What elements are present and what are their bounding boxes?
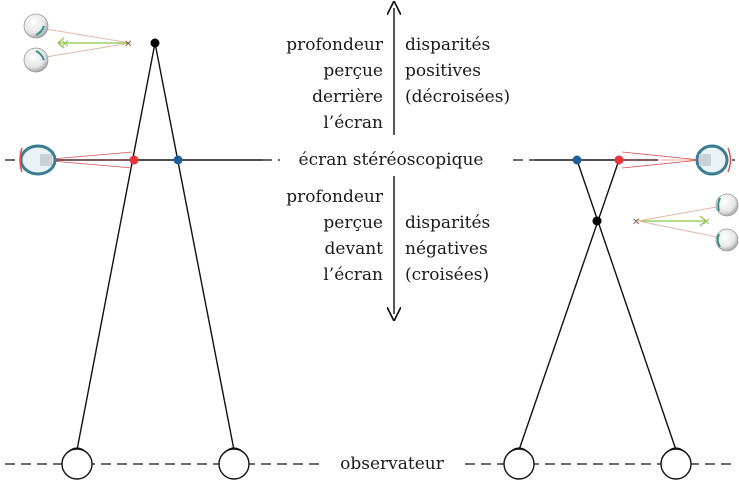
- svg-text:perçue: perçue: [323, 213, 383, 233]
- svg-text:derrière: derrière: [312, 87, 383, 107]
- svg-text:disparités: disparités: [405, 213, 490, 233]
- negative-disparity-rays: [518, 159, 677, 451]
- eye-icon: [218, 447, 250, 480]
- eye-icon: [503, 447, 535, 480]
- eye-side-icon: [19, 144, 133, 176]
- svg-text:disparités: disparités: [405, 35, 490, 55]
- stereo-eye-pair-icon: ✕ ✕: [23, 13, 132, 73]
- svg-text:(croisées): (croisées): [405, 265, 489, 285]
- svg-text:profondeur: profondeur: [286, 35, 384, 55]
- right-image-point: [572, 155, 582, 165]
- depth-behind-label: profondeur perçue derrière l’écran: [286, 35, 384, 133]
- svg-text:l’écran: l’écran: [323, 113, 383, 133]
- screen-label: écran stéréoscopique: [299, 150, 484, 170]
- svg-text:✕: ✕: [61, 39, 69, 50]
- eye-icon: [61, 447, 93, 480]
- left-image-point: [129, 155, 139, 165]
- negative-disparity-label: disparités négatives (croisées): [405, 213, 490, 285]
- virtual-point-behind: [150, 38, 160, 48]
- depth-front-label: profondeur perçue devant l’écran: [286, 187, 384, 285]
- eye-icon: [660, 447, 692, 480]
- svg-text:positives: positives: [405, 61, 481, 81]
- positive-disparity-rays: [76, 42, 235, 451]
- right-image-point: [173, 155, 183, 165]
- svg-text:✕: ✕: [124, 39, 132, 50]
- observer-label: observateur: [340, 454, 445, 474]
- svg-text:✕: ✕: [702, 217, 710, 228]
- svg-text:perçue: perçue: [323, 61, 383, 81]
- svg-text:profondeur: profondeur: [286, 187, 384, 207]
- svg-text:l’écran: l’écran: [323, 265, 383, 285]
- eye-side-icon: [621, 144, 732, 176]
- svg-text:✕: ✕: [632, 217, 640, 228]
- svg-text:(décroisées): (décroisées): [405, 87, 510, 107]
- stereo-eye-pair-icon: ✕ ✕: [632, 193, 739, 252]
- positive-disparity-label: disparités positives (décroisées): [405, 35, 510, 107]
- svg-text:négatives: négatives: [405, 239, 488, 259]
- virtual-point-front: [592, 216, 602, 226]
- left-image-point: [614, 155, 624, 165]
- svg-text:devant: devant: [325, 239, 384, 259]
